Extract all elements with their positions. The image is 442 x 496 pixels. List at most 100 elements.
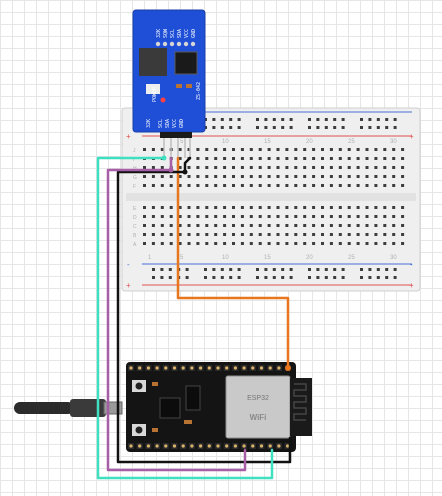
- hole: [333, 118, 337, 121]
- hole: [212, 276, 216, 279]
- hole: [151, 224, 155, 227]
- hole: [374, 166, 378, 169]
- hole: [169, 206, 173, 209]
- hole: [196, 175, 200, 178]
- hole: [329, 242, 333, 245]
- hole: [365, 148, 369, 151]
- esp32-pin-pad: [164, 366, 168, 370]
- esp32-pin-pad: [129, 444, 133, 448]
- hole: [232, 206, 235, 209]
- hole: [276, 215, 280, 218]
- esp32-pin-pad: [268, 444, 272, 448]
- hole: [321, 175, 324, 178]
- hole: [178, 175, 182, 178]
- hole: [392, 224, 396, 227]
- hole: [294, 184, 298, 187]
- hole: [324, 126, 328, 129]
- hole: [365, 215, 369, 218]
- hole: [285, 224, 289, 227]
- hole: [289, 118, 293, 121]
- hole: [240, 206, 244, 209]
- hole: [385, 118, 389, 121]
- hole: [249, 233, 253, 236]
- hole: [240, 215, 244, 218]
- hole: [383, 148, 387, 151]
- hole: [321, 166, 324, 169]
- hole: [267, 206, 271, 209]
- hole: [308, 276, 311, 279]
- hole: [160, 224, 164, 227]
- wire-gnd: [116, 156, 292, 464]
- hole: [220, 276, 224, 279]
- hole: [237, 118, 241, 121]
- col-number: 20: [306, 255, 313, 261]
- hole: [294, 175, 298, 178]
- hole: [276, 148, 280, 151]
- smd-component: [184, 420, 192, 424]
- header-hole: [183, 41, 189, 47]
- esp32-pin-pad: [181, 366, 185, 370]
- hole: [276, 233, 280, 236]
- hole: [347, 157, 351, 160]
- hole: [152, 276, 155, 279]
- rail-plus-label: +: [409, 132, 414, 141]
- rtc-pin-label: SQW: [163, 28, 169, 38]
- hole: [333, 276, 337, 279]
- hole: [264, 276, 268, 279]
- hole: [256, 276, 259, 279]
- hole: [285, 175, 289, 178]
- hole: [178, 224, 182, 227]
- hole: [376, 276, 380, 279]
- hole: [240, 224, 244, 227]
- hole: [321, 224, 324, 227]
- hole: [151, 233, 155, 236]
- rtc-pin-label: SCL: [170, 29, 176, 38]
- hole: [365, 206, 369, 209]
- hole: [341, 126, 345, 129]
- esp32-pin-pad: [138, 366, 142, 370]
- hole: [240, 242, 244, 245]
- hole: [160, 148, 164, 151]
- hole: [258, 184, 262, 187]
- col-number: 1: [148, 255, 152, 261]
- wires: [96, 155, 292, 480]
- hole: [365, 166, 369, 169]
- hole: [276, 242, 280, 245]
- hole: [240, 148, 244, 151]
- hole: [374, 242, 378, 245]
- hole: [294, 166, 298, 169]
- hole: [385, 126, 389, 129]
- hole: [347, 215, 351, 218]
- col-number: 25: [348, 255, 355, 261]
- hole: [143, 166, 146, 169]
- esp32-pin-pad: [199, 366, 203, 370]
- hole: [374, 175, 378, 178]
- hole: [308, 126, 311, 129]
- hole: [312, 157, 316, 160]
- hole: [376, 268, 380, 271]
- esp32-pin-pad: [259, 366, 264, 370]
- pcb-antenna: [290, 378, 312, 436]
- hole: [321, 148, 324, 151]
- hole: [214, 215, 218, 218]
- smd-component: [152, 382, 158, 386]
- hole: [360, 118, 363, 121]
- hole: [223, 233, 227, 236]
- hole: [341, 118, 345, 121]
- hole: [232, 215, 235, 218]
- col-number: 30: [390, 255, 397, 261]
- hole: [249, 215, 253, 218]
- hole: [205, 224, 209, 227]
- hole: [258, 215, 262, 218]
- esp32-pin-pad: [286, 444, 290, 448]
- hole: [276, 224, 280, 227]
- hole: [205, 215, 209, 218]
- hole: [178, 157, 182, 160]
- esp32-pin-pad: [146, 444, 150, 448]
- hole: [276, 175, 280, 178]
- hole: [272, 268, 276, 271]
- esp32-pin-pad: [190, 366, 194, 370]
- hole: [267, 166, 271, 169]
- esp32-pin-pad: [164, 444, 168, 448]
- hole: [240, 166, 244, 169]
